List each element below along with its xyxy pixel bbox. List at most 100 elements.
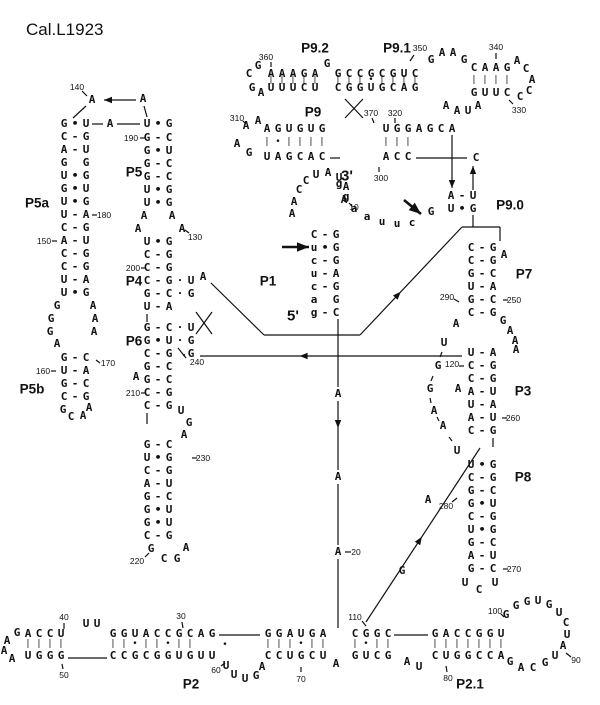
position-label: 250 xyxy=(506,295,522,305)
nucleotide: C xyxy=(160,552,172,565)
nucleotide: g xyxy=(342,190,354,203)
nucleotide: G xyxy=(252,669,264,682)
nucleotide: U xyxy=(534,594,546,607)
helix-label: P2 xyxy=(182,676,200,692)
nucleotide: U xyxy=(464,104,476,117)
nucleotide: G xyxy=(147,542,159,555)
nucleotide: C xyxy=(475,583,487,596)
nucleotide: C-G xyxy=(60,260,94,273)
nucleotide: G-C xyxy=(143,373,177,386)
nucleotide: c-G xyxy=(310,280,344,293)
position-label: 50 xyxy=(59,670,69,680)
pair-marks: |||| xyxy=(25,639,70,649)
nucleotide: UAGCAC xyxy=(263,150,330,163)
nucleotide: C xyxy=(302,174,314,187)
nucleotide: a xyxy=(350,202,362,215)
nucleotide: U•G xyxy=(143,235,177,248)
pair-marks: ||||||| xyxy=(432,639,510,649)
position-label: 360 xyxy=(258,52,274,62)
nucleotide: A xyxy=(106,117,118,130)
nucleotide: A xyxy=(90,325,102,338)
pair-marks: ||| xyxy=(383,137,417,147)
nucleotide: U xyxy=(461,576,473,589)
nucleotide: A xyxy=(182,541,194,554)
nucleotide: C-G xyxy=(143,399,177,412)
nucleotide: G xyxy=(173,552,185,565)
nucleotide: A xyxy=(424,493,436,506)
terminus-label: 5' xyxy=(287,307,299,325)
nucleotide: U xyxy=(440,336,452,349)
nucleotide: U xyxy=(453,444,465,457)
position-label: 180 xyxy=(96,210,112,220)
nucleotide: G•U xyxy=(60,182,94,195)
nucleotide: G xyxy=(323,57,335,70)
nucleotide: U xyxy=(230,668,242,681)
nucleotide: G xyxy=(499,314,511,327)
nucleotide: G•U xyxy=(60,117,94,130)
nucleotide: G-C xyxy=(143,490,177,503)
nucleotide: G-C xyxy=(467,484,501,497)
nucleotide: A xyxy=(454,382,466,395)
nucleotide: C-G xyxy=(143,386,177,399)
nucleotide: A-U xyxy=(143,477,177,490)
nucleotide: A xyxy=(140,209,152,222)
nucleotide: G-C·G xyxy=(143,287,199,300)
position-label: 140 xyxy=(69,82,85,92)
nucleotide: GGAUGA xyxy=(264,627,331,640)
nucleotide: G-C·U xyxy=(143,321,199,334)
nucleotide: A xyxy=(134,222,146,235)
position-label: 220 xyxy=(129,556,145,566)
nucleotide: A xyxy=(439,419,451,432)
nucleotide: U•G xyxy=(143,196,177,209)
nucleotide: a G xyxy=(310,293,344,306)
nucleotide: A xyxy=(332,657,344,670)
nucleotide: · xyxy=(180,349,192,362)
nucleotide: u•G xyxy=(310,241,344,254)
nucleotide: A xyxy=(403,655,415,668)
nucleotide: A xyxy=(334,387,346,400)
nucleotide: A xyxy=(511,334,523,347)
nucleotide: U•G xyxy=(447,202,481,215)
position-label: 30 xyxy=(176,611,186,621)
nucleotide: G xyxy=(13,626,25,639)
nucleotide: G xyxy=(434,359,446,372)
position-label: 110 xyxy=(348,612,362,622)
nucleotide: G-C xyxy=(467,562,501,575)
position-label: 350 xyxy=(412,43,428,53)
nucleotide: A xyxy=(0,644,12,657)
nucleotide: CCUGCU xyxy=(264,649,331,662)
nucleotide: U xyxy=(312,168,324,181)
nucleotide: G xyxy=(46,325,58,338)
helix-label: P5b xyxy=(19,381,45,397)
helix-label: P9.1 xyxy=(383,40,411,56)
nucleotide: UGGAGCA xyxy=(382,122,460,135)
nucleotide: A-U xyxy=(467,411,501,424)
nucleotide: U•G xyxy=(143,451,177,464)
pair-marks: |||| xyxy=(471,75,516,85)
nucleotide: G xyxy=(506,655,518,668)
nucleotide: A xyxy=(449,46,461,59)
nucleotide: G xyxy=(523,595,535,608)
structure-title: Cal.L1923 xyxy=(26,20,104,39)
nucleotide: C xyxy=(295,183,307,196)
nucleotide: GUCG xyxy=(351,649,396,662)
nucleotide: C-G xyxy=(467,372,501,385)
position-label: 20 xyxy=(351,547,361,557)
nucleotide: A xyxy=(438,46,450,59)
nucleotide: G•U xyxy=(143,516,177,529)
nucleotide: A xyxy=(88,93,100,106)
pair-marks: |•|| xyxy=(352,639,397,649)
position-label: 60 xyxy=(211,665,221,675)
position-label: 90 xyxy=(571,655,581,665)
nucleotide: A xyxy=(474,99,486,112)
nucleotide: G xyxy=(541,656,553,669)
nucleotide: CCGCGGUGUU xyxy=(109,649,220,662)
nucleotide: u xyxy=(378,215,390,228)
nucleotide: C-G xyxy=(467,424,501,437)
nucleotide: G xyxy=(502,608,514,621)
nucleotide: C-G xyxy=(310,228,344,241)
nucleotide: U-A xyxy=(143,300,177,313)
pair-marks: |||•|||| xyxy=(335,75,424,85)
nucleotide: G xyxy=(545,598,557,611)
nucleotide: G xyxy=(59,403,71,416)
